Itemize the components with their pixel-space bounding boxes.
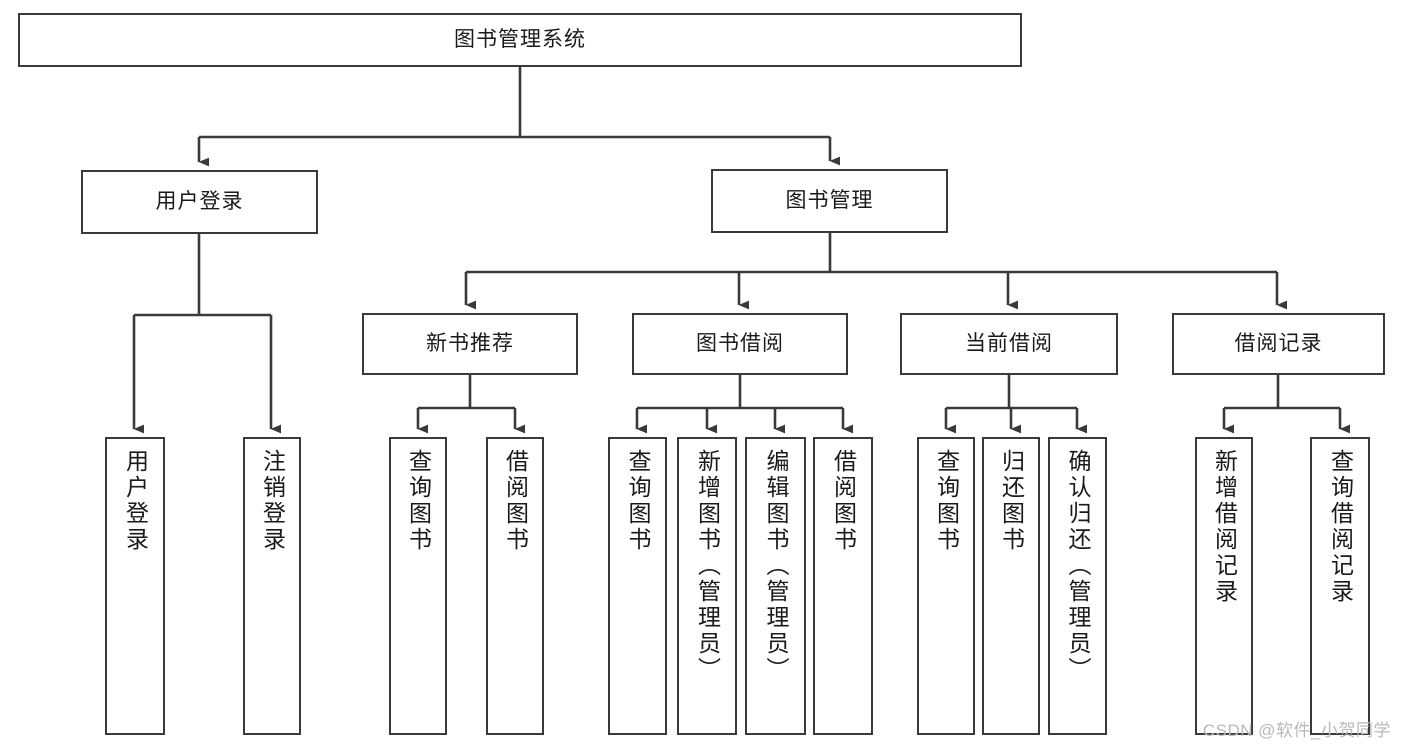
node-leaf-borrow-books[interactable]: 借阅图书 [813, 437, 873, 735]
node-leaf-logout[interactable]: 注销登录 [243, 437, 301, 735]
node-label: 新书推荐 [426, 331, 514, 355]
node-label: 查询图书 [933, 449, 960, 553]
node-label: 新增图书（管理员） [694, 449, 721, 683]
node-leaf-query-books-recommend[interactable]: 查询图书 [389, 437, 447, 735]
node-label: 借阅记录 [1234, 331, 1323, 355]
node-level3-borrow-records[interactable]: 借阅记录 [1172, 313, 1385, 375]
node-level3-current-borrow[interactable]: 当前借阅 [900, 313, 1118, 375]
node-leaf-edit-book-admin[interactable]: 编辑图书（管理员） [745, 437, 806, 735]
node-label: 新增借阅记录 [1211, 449, 1238, 605]
node-leaf-user-login[interactable]: 用户登录 [105, 437, 165, 735]
node-label: 借阅图书 [502, 449, 529, 553]
node-label: 归还图书 [998, 449, 1025, 553]
node-level3-book-borrow[interactable]: 图书借阅 [632, 313, 848, 375]
node-label: 查询图书 [625, 449, 651, 553]
node-label: 图书管理系统 [454, 27, 586, 51]
node-level2-user-login[interactable]: 用户登录 [81, 170, 318, 234]
node-leaf-borrow-books-recommend[interactable]: 借阅图书 [486, 437, 544, 735]
node-leaf-query-books-borrow[interactable]: 查询图书 [608, 437, 667, 735]
node-level3-new-book-recommend[interactable]: 新书推荐 [362, 313, 578, 375]
node-label: 查询借阅记录 [1327, 449, 1354, 605]
node-leaf-query-borrow-record[interactable]: 查询借阅记录 [1310, 437, 1370, 735]
node-leaf-query-books-current[interactable]: 查询图书 [917, 437, 975, 735]
node-leaf-add-book-admin[interactable]: 新增图书（管理员） [677, 437, 737, 735]
node-label: 图书管理 [785, 188, 874, 212]
node-label: 当前借阅 [965, 331, 1053, 355]
node-label: 查询图书 [405, 449, 432, 553]
node-level2-book-management[interactable]: 图书管理 [711, 169, 948, 233]
node-leaf-confirm-return-admin[interactable]: 确认归还（管理员） [1048, 437, 1107, 735]
node-label: 确认归还（管理员） [1065, 449, 1091, 683]
node-label: 用户登录 [122, 449, 149, 553]
node-label: 用户登录 [155, 189, 244, 213]
node-root[interactable]: 图书管理系统 [18, 13, 1022, 67]
node-label: 注销登录 [259, 449, 286, 553]
node-label: 图书借阅 [696, 331, 784, 355]
node-leaf-add-borrow-record[interactable]: 新增借阅记录 [1195, 437, 1253, 735]
node-leaf-return-books[interactable]: 归还图书 [982, 437, 1040, 735]
node-label: 借阅图书 [830, 449, 857, 553]
node-label: 编辑图书（管理员） [763, 449, 789, 683]
